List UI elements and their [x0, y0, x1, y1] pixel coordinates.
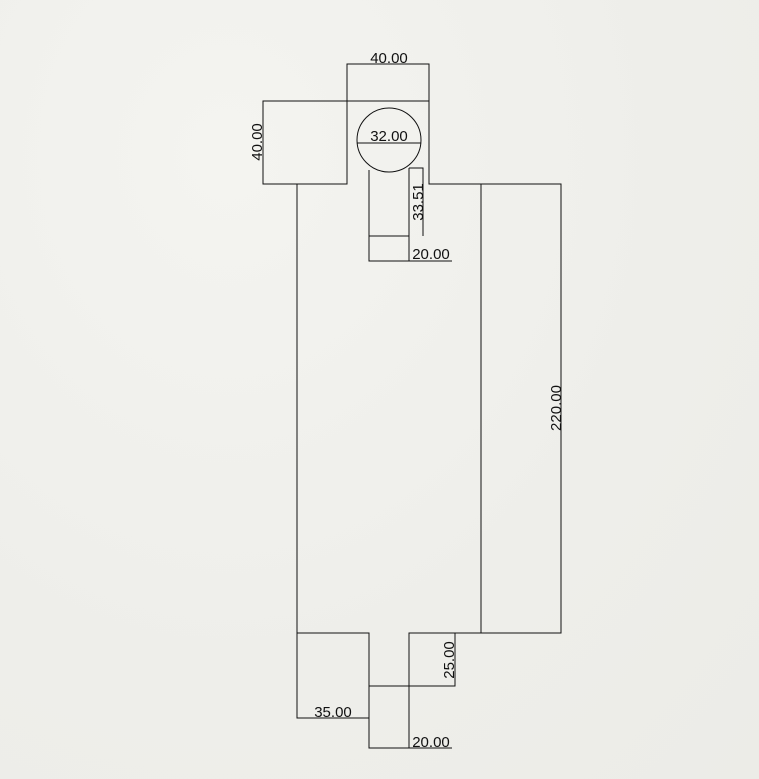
bottom-width-dim-line	[368, 686, 452, 749]
dimension-labels: 40.00 40.00 32.00 33.51 20.00 220.00 25.…	[249, 50, 565, 751]
foot-height-dim-line	[409, 632, 456, 687]
dim-left-height: 40.00	[249, 123, 266, 161]
dim-foot-width: 35.00	[314, 704, 352, 721]
dim-body-height: 220.00	[548, 385, 565, 431]
inner-slot	[368, 168, 410, 237]
hole-circle	[356, 107, 422, 173]
foot-width-dim-line	[296, 633, 369, 719]
slot-width-dim-line	[368, 236, 452, 262]
dim-top-width: 40.00	[370, 50, 408, 67]
dim-circle-diameter: 32.00	[370, 128, 408, 145]
dim-slot-width: 20.00	[412, 246, 450, 263]
right-strip	[481, 183, 562, 634]
dimension-lines	[296, 63, 456, 749]
dim-slot-height: 33.51	[410, 183, 427, 221]
dim-bottom-width: 20.00	[412, 734, 450, 751]
main-body-outline	[296, 100, 482, 687]
top-left-square	[262, 100, 348, 185]
slot-height-dim-line	[409, 167, 424, 236]
top-width-dim-line	[346, 63, 430, 101]
dim-foot-height: 25.00	[441, 641, 458, 679]
